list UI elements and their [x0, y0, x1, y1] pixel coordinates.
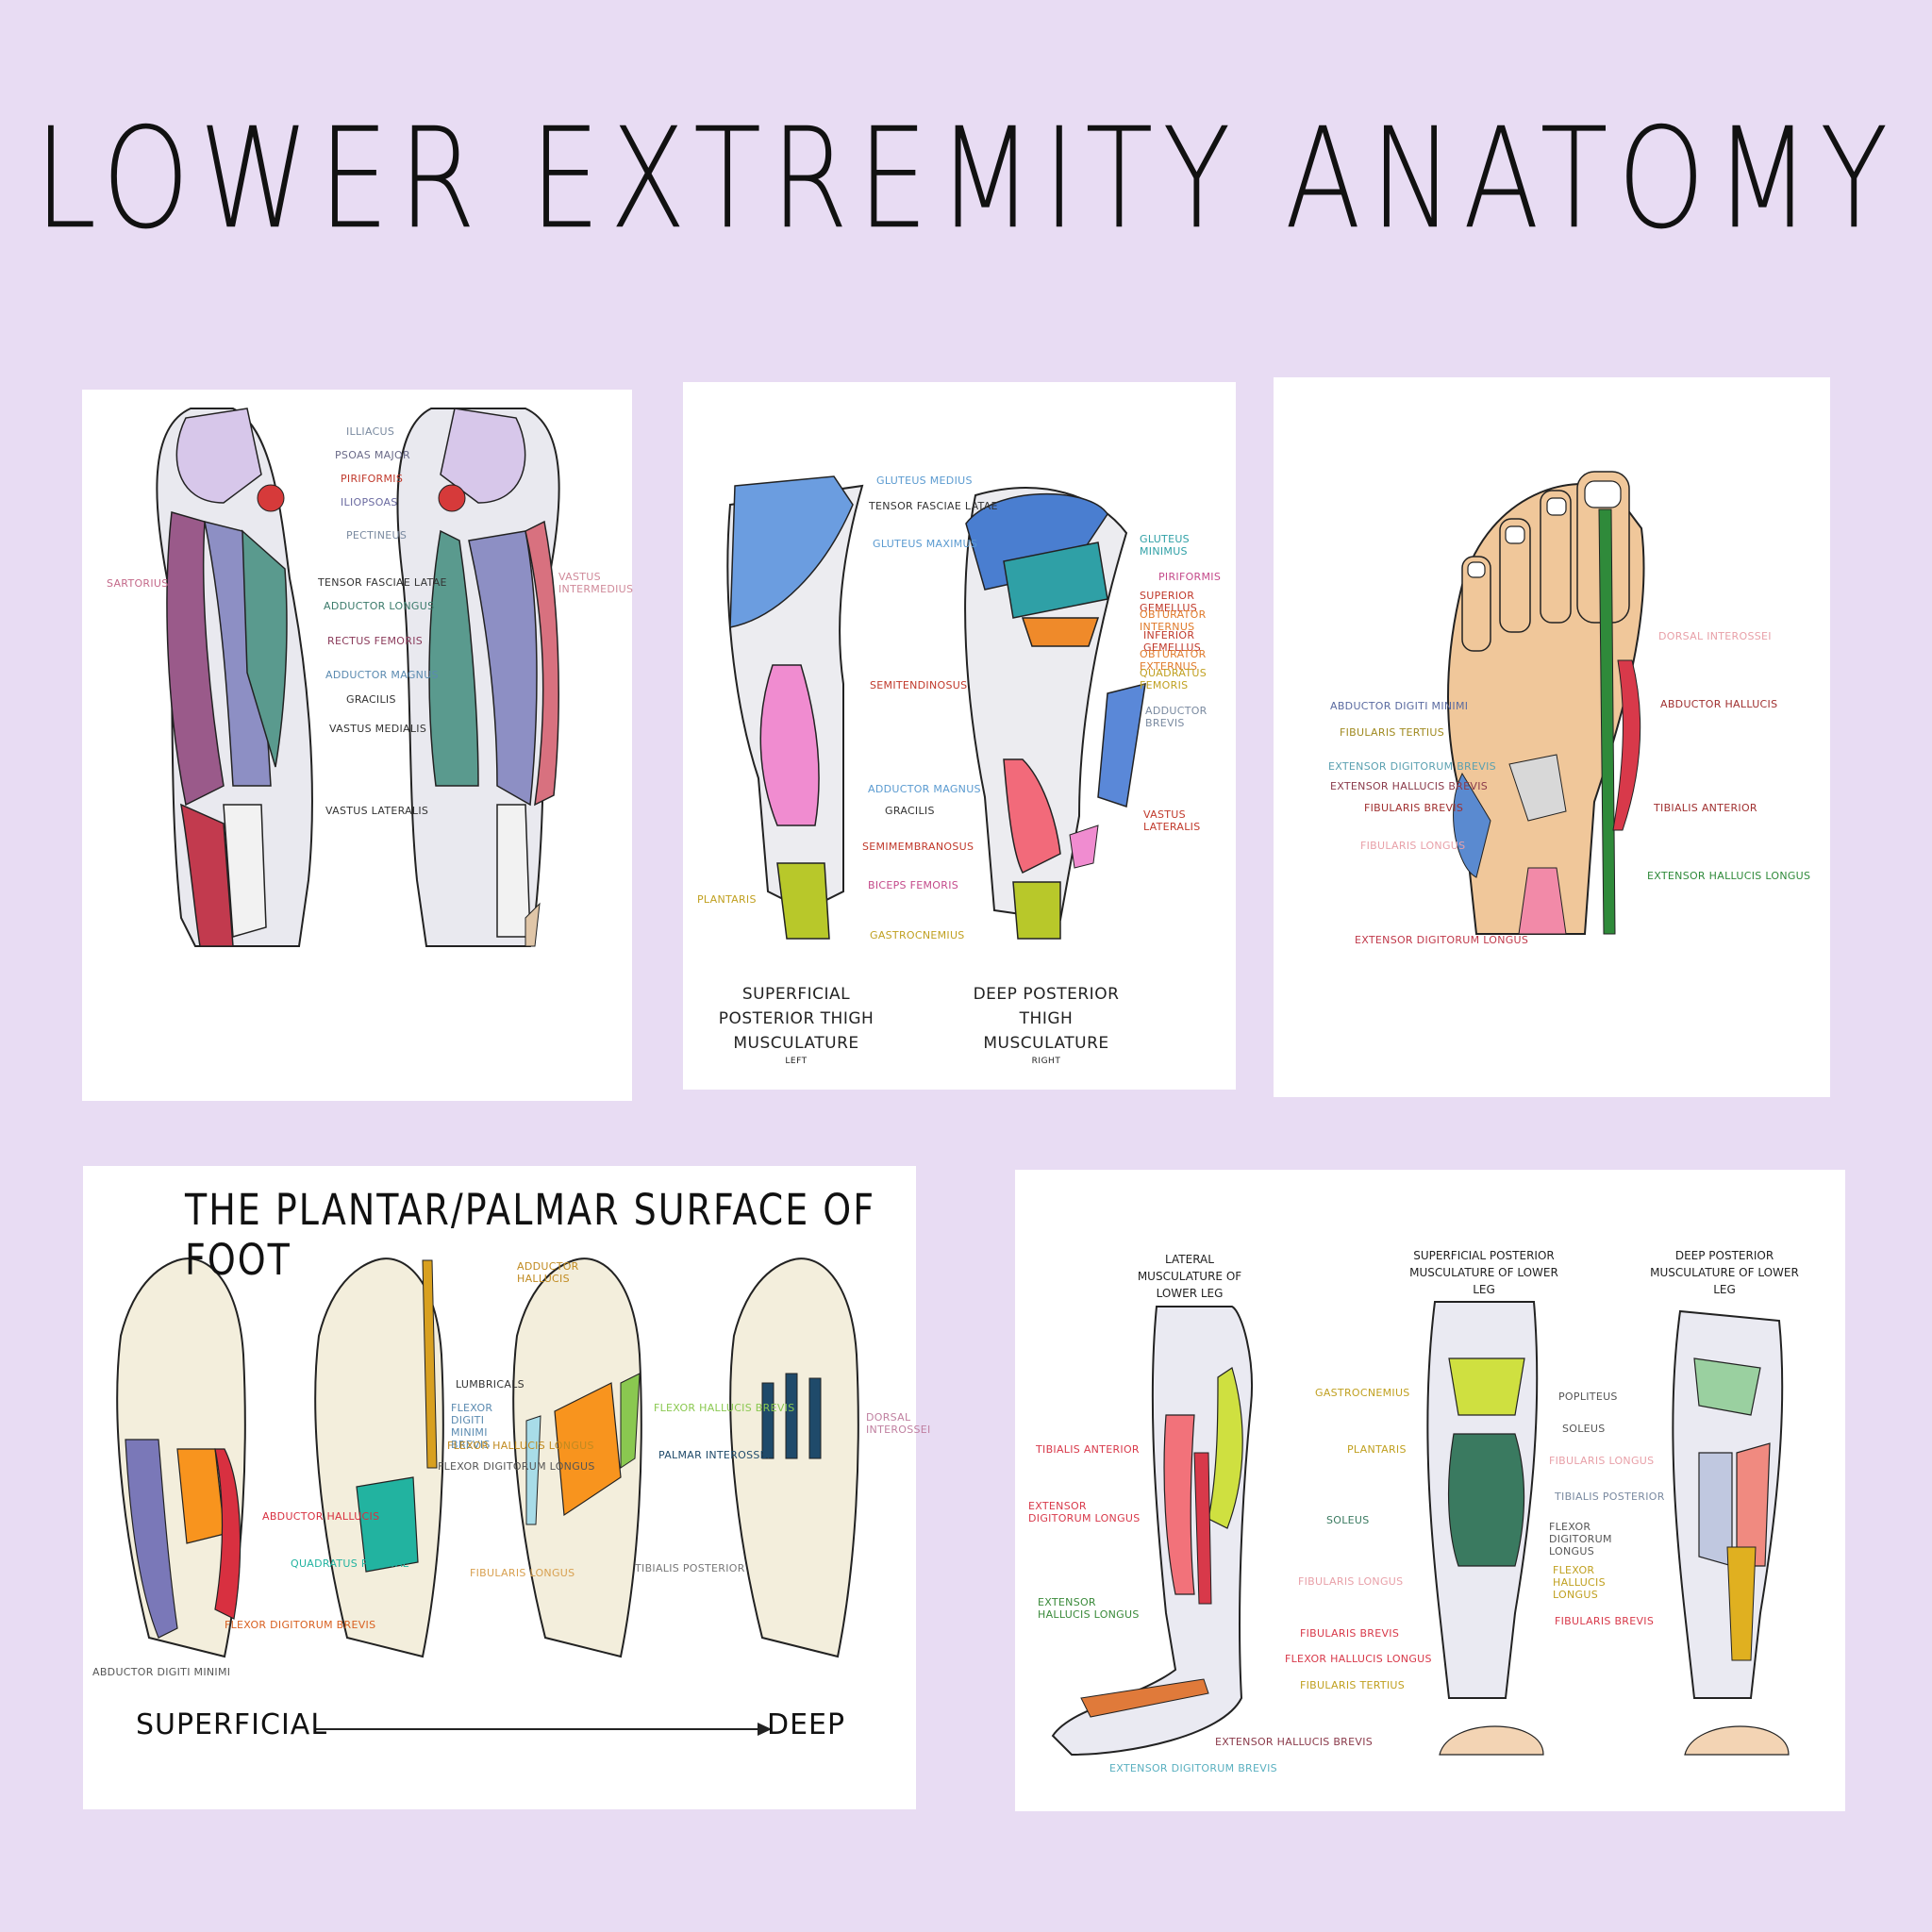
- caption-deep-text: DEEP POSTERIOR THIGH MUSCULATURE: [974, 985, 1120, 1053]
- label-sartorius: SARTORIUS: [107, 577, 169, 590]
- label-tibialis-posterior: TIBIALIS POSTERIOR: [635, 1562, 745, 1574]
- label-abductor-hallucis: ABDUCTOR HALLUCIS: [1660, 698, 1777, 710]
- label-quadratus-femoris: QUADRATUS FEMORIS: [1140, 667, 1236, 691]
- label-gracilis: GRACILIS: [885, 805, 935, 817]
- label-flexor-digitorum-longus: FLEXOR DIGITORUM LONGUS: [1549, 1521, 1643, 1557]
- label-plantaris: PLANTARIS: [1347, 1443, 1407, 1456]
- label-flexor-hallucis-longus: FLEXOR HALLUCIS LONGUS: [1285, 1653, 1432, 1665]
- label-tibialis-anterior: TIBIALIS ANTERIOR: [1654, 802, 1757, 814]
- label-abductor-digiti-minimi: ABDUCTOR DIGITI MINIMI: [92, 1666, 230, 1678]
- anterior-thigh-card: ILLIACUS PSOAS MAJOR PIRIFORMIS ILIOPSOA…: [82, 390, 632, 1101]
- legend-superficial: SUPERFICIAL: [136, 1708, 327, 1741]
- caption-right-sub: RIGHT: [957, 1056, 1136, 1067]
- label-quadratus-plantae: QUADRATUS PLANTAE: [291, 1557, 409, 1570]
- label-soleus: SOLEUS: [1326, 1514, 1370, 1526]
- label-gluteus-minimus: GLUTEUS MINIMUS: [1140, 533, 1236, 558]
- label-adductor-brevis: ADDUCTOR BREVIS: [1145, 705, 1236, 729]
- label-gluteus-maximus: GLUTEUS MAXIMUS: [873, 538, 977, 550]
- legend-deep: DEEP: [767, 1708, 845, 1741]
- label-iliopsoas: ILIOPSOAS: [341, 496, 398, 508]
- label-fibularis-brevis: FIBULARIS BREVIS: [1364, 802, 1463, 814]
- label-piriformis: PIRIFORMIS: [1158, 571, 1221, 583]
- label-fibularis-brevis-deep: FIBULARIS BREVIS: [1555, 1615, 1654, 1627]
- label-flexor-hallucis-longus-deep: FLEXOR HALLUCIS LONGUS: [1553, 1564, 1647, 1601]
- label-flexor-digitorum-longus: FLEXOR DIGITORUM LONGUS: [438, 1460, 595, 1473]
- label-adductor-magnus: ADDUCTOR MAGNUS: [868, 783, 981, 795]
- header-lateral-lower-leg: LATERAL MUSCULATURE OF LOWER LEG: [1128, 1251, 1251, 1302]
- label-biceps-femoris: BICEPS FEMORIS: [868, 879, 958, 891]
- label-extensor-hallucis-brevis: EXTENSOR HALLUCIS BREVIS: [1330, 780, 1488, 792]
- label-abductor-hallucis: ABDUCTOR HALLUCIS: [262, 1510, 379, 1523]
- label-soleus-deep: SOLEUS: [1562, 1423, 1606, 1435]
- label-dorsal-interossei: DORSAL INTEROSSEI: [1658, 630, 1772, 642]
- label-adductor-longus: ADDUCTOR LONGUS: [324, 600, 434, 612]
- label-fibularis-tertius: FIBULARIS TERTIUS: [1340, 726, 1444, 739]
- posterior-thigh-card: GLUTEUS MEDIUS TENSOR FASCIAE LATAE GLUT…: [683, 382, 1236, 1090]
- label-flexor-digitorum-brevis: FLEXOR DIGITORUM BREVIS: [225, 1619, 375, 1631]
- label-pectineus: PECTINEUS: [346, 529, 407, 541]
- label-extensor-hallucis-brevis: EXTENSOR HALLUCIS BREVIS: [1215, 1736, 1373, 1748]
- label-piriformis: PIRIFORMIS: [341, 473, 403, 485]
- dorsal-foot-card: DORSAL INTEROSSEI ABDUCTOR HALLUCIS ABDU…: [1274, 377, 1830, 1097]
- lower-leg-card: LATERAL MUSCULATURE OF LOWER LEG SUPERFI…: [1015, 1170, 1845, 1811]
- label-fibularis-longus: FIBULARIS LONGUS: [1360, 840, 1465, 852]
- label-dorsal-interossei: DORSAL INTEROSSEI: [866, 1411, 913, 1436]
- label-popliteus: POPLITEUS: [1558, 1391, 1618, 1403]
- label-flexor-hallucis-longus: FLEXOR HALLUCIS LONGUS: [447, 1440, 594, 1452]
- label-extensor-digitorum-brevis: EXTENSOR DIGITORUM BREVIS: [1109, 1762, 1277, 1774]
- label-fibularis-tertius: FIBULARIS TERTIUS: [1300, 1679, 1405, 1691]
- caption-superficial-posterior-thigh: SUPERFICIAL POSTERIOR THIGH MUSCULATURE …: [702, 982, 891, 1067]
- label-extensor-hallucis-longus: EXTENSOR HALLUCIS LONGUS: [1647, 870, 1810, 882]
- plantar-foot-card: THE PLANTAR/PALMAR SURFACE OF FOOT ABDUC…: [83, 1166, 916, 1809]
- label-iliacus: ILLIACUS: [346, 425, 394, 438]
- label-semimembranosus: SEMIMEMBRANOSUS: [862, 841, 974, 853]
- caption-deep-posterior-thigh: DEEP POSTERIOR THIGH MUSCULATURE RIGHT: [957, 982, 1136, 1067]
- label-vastus-medialis: VASTUS MEDIALIS: [329, 723, 426, 735]
- label-vastus-lateralis: VASTUS LATERALIS: [325, 805, 428, 817]
- caption-superficial-text: SUPERFICIAL POSTERIOR THIGH MUSCULATURE: [719, 985, 874, 1053]
- label-gastrocnemius: GASTROCNEMIUS: [870, 929, 965, 941]
- label-extensor-hallucis-longus: EXTENSOR HALLUCIS LONGUS: [1038, 1596, 1141, 1621]
- label-tibialis-anterior: TIBIALIS ANTERIOR: [1036, 1443, 1140, 1456]
- label-fibularis-longus-deep: FIBULARIS LONGUS: [1549, 1455, 1654, 1467]
- label-adductor-magnus: ADDUCTOR MAGNUS: [325, 669, 439, 681]
- label-palmar-interossei: PALMAR INTEROSSEI: [658, 1449, 770, 1461]
- label-psoas-major: PSOAS MAJOR: [335, 449, 410, 461]
- label-extensor-digitorum-longus: EXTENSOR DIGITORUM LONGUS: [1028, 1500, 1141, 1524]
- label-tensor-fasciae-latae: TENSOR FASCIAE LATAE: [318, 576, 447, 589]
- label-fibularis-longus: FIBULARIS LONGUS: [470, 1567, 575, 1579]
- label-fibularis-longus: FIBULARIS LONGUS: [1298, 1575, 1403, 1588]
- label-gluteus-medius: GLUTEUS MEDIUS: [876, 475, 973, 487]
- label-fibularis-brevis: FIBULARIS BREVIS: [1300, 1627, 1399, 1640]
- label-abductor-digiti-minimi: ABDUCTOR DIGITI MINIMI: [1330, 700, 1468, 712]
- label-lumbricals: LUMBRICALS: [456, 1378, 525, 1391]
- label-adductor-hallucis: ADDUCTOR HALLUCIS: [517, 1260, 574, 1285]
- label-extensor-digitorum-brevis: EXTENSOR DIGITORUM BREVIS: [1328, 760, 1496, 773]
- label-vastus-lateralis: VASTUS LATERALIS: [1143, 808, 1236, 833]
- label-gastrocnemius: GASTROCNEMIUS: [1315, 1387, 1410, 1399]
- label-semitendinosus: SEMITENDINOSUS: [870, 679, 967, 691]
- page-title: LOWER EXTREMITY ANATOMY: [0, 97, 1932, 260]
- header-deep-posterior-lower-leg: DEEP POSTERIOR MUSCULATURE OF LOWER LEG: [1649, 1247, 1800, 1298]
- label-plantaris: PLANTARIS: [697, 893, 757, 906]
- label-extensor-digitorum-longus: EXTENSOR DIGITORUM LONGUS: [1355, 934, 1528, 946]
- label-rectus-femoris: RECTUS FEMORIS: [327, 635, 423, 647]
- header-superficial-posterior-lower-leg: SUPERFICIAL POSTERIOR MUSCULATURE OF LOW…: [1404, 1247, 1564, 1298]
- label-flexor-hallucis-brevis: FLEXOR HALLUCIS BREVIS: [654, 1402, 795, 1414]
- label-gracilis: GRACILIS: [346, 693, 396, 706]
- label-vastus-intermedius: VASTUS INTERMEDIUS: [558, 571, 615, 595]
- label-tibialis-posterior: TIBIALIS POSTERIOR: [1555, 1491, 1665, 1503]
- label-tensor-fasciae-latae: TENSOR FASCIAE LATAE: [869, 500, 998, 512]
- caption-left-sub: LEFT: [702, 1056, 891, 1067]
